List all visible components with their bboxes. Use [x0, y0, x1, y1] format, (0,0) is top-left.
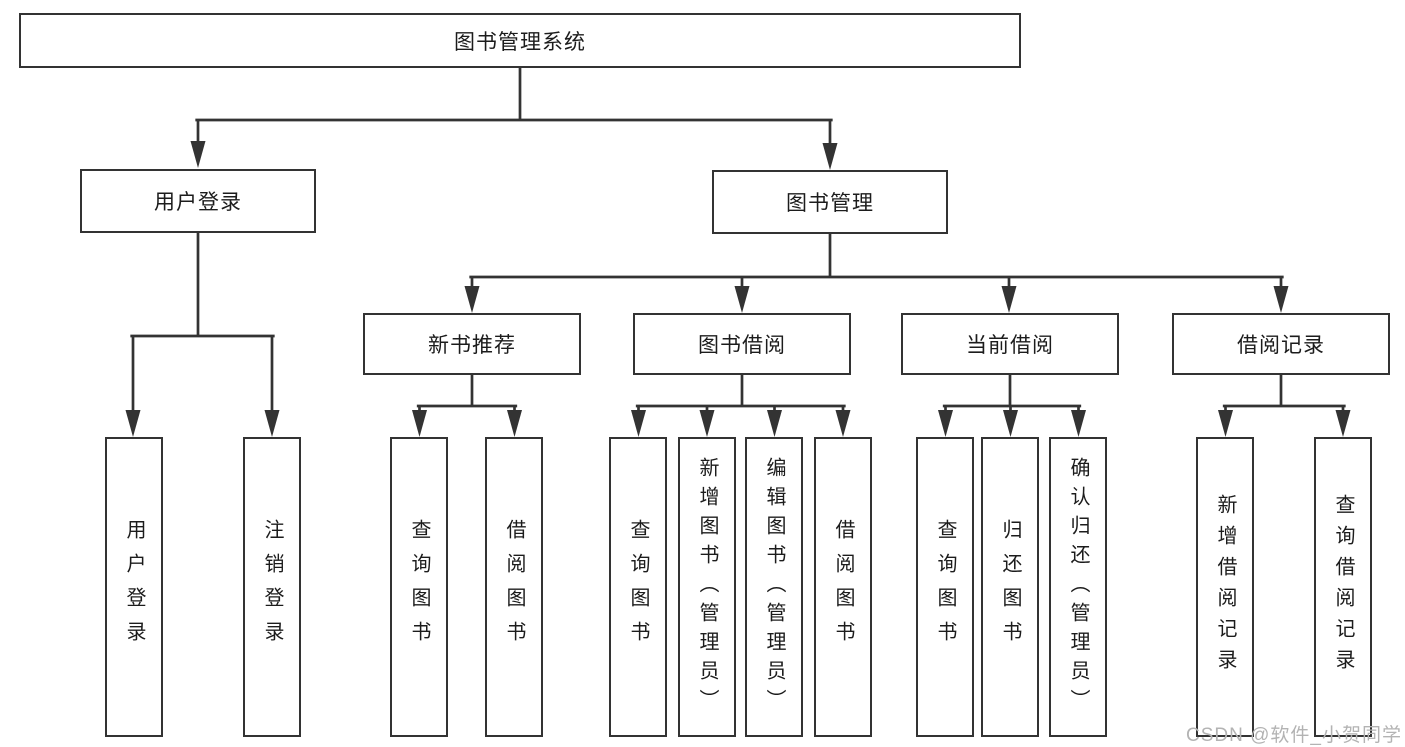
csdn-watermark: CSDN @软件_小贺同学: [1186, 725, 1402, 746]
leaf-label: 查询借阅记录: [1332, 494, 1354, 680]
leaf-logout: 注销登录: [243, 437, 301, 737]
leaf-label: 编辑图书（管理员）: [763, 456, 785, 718]
leaf-label: 用户登录: [123, 519, 145, 655]
node-borrowing-records: 借阅记录: [1172, 313, 1390, 375]
arrowhead-icons: [125, 141, 1351, 437]
node-label: 借阅记录: [1237, 334, 1325, 357]
leaf-label: 借阅图书: [832, 519, 854, 655]
leaf-label: 新增借阅记录: [1214, 494, 1236, 680]
leaf-add-book-admin: 新增图书（管理员）: [678, 437, 736, 737]
leaf-borrow-books: 借阅图书: [814, 437, 872, 737]
leaf-user-login: 用户登录: [105, 437, 163, 737]
node-book-borrowing: 图书借阅: [633, 313, 851, 375]
leaf-label: 查询图书: [934, 519, 956, 655]
leaf-label: 查询图书: [627, 519, 649, 655]
node-label: 图书管理系统: [454, 30, 586, 54]
leaf-query-books: 查询图书: [916, 437, 974, 737]
node-label: 图书借阅: [698, 334, 786, 357]
leaf-borrow-books: 借阅图书: [485, 437, 543, 737]
leaf-label: 新增图书（管理员）: [696, 456, 718, 718]
leaf-edit-book-admin: 编辑图书（管理员）: [745, 437, 803, 737]
leaf-label: 查询图书: [408, 519, 430, 655]
leaf-query-borrow-record: 查询借阅记录: [1314, 437, 1372, 737]
leaf-add-borrow-record: 新增借阅记录: [1196, 437, 1254, 737]
leaf-label: 确认归还（管理员）: [1067, 456, 1089, 718]
leaf-query-books: 查询图书: [390, 437, 448, 737]
node-current-borrowing: 当前借阅: [901, 313, 1119, 375]
leaf-confirm-return-admin: 确认归还（管理员）: [1049, 437, 1107, 737]
node-label: 图书管理: [786, 192, 874, 215]
node-label: 新书推荐: [428, 334, 516, 357]
leaf-return-book: 归还图书: [981, 437, 1039, 737]
node-new-book-recommend: 新书推荐: [363, 313, 581, 375]
node-label: 用户登录: [154, 191, 242, 214]
leaf-query-books: 查询图书: [609, 437, 667, 737]
leaf-label: 注销登录: [261, 519, 283, 655]
node-book-management: 图书管理: [712, 170, 948, 234]
node-library-system: 图书管理系统: [19, 13, 1021, 68]
node-user-login: 用户登录: [80, 169, 316, 233]
leaf-label: 归还图书: [999, 519, 1021, 655]
node-label: 当前借阅: [966, 334, 1054, 357]
leaf-label: 借阅图书: [503, 519, 525, 655]
